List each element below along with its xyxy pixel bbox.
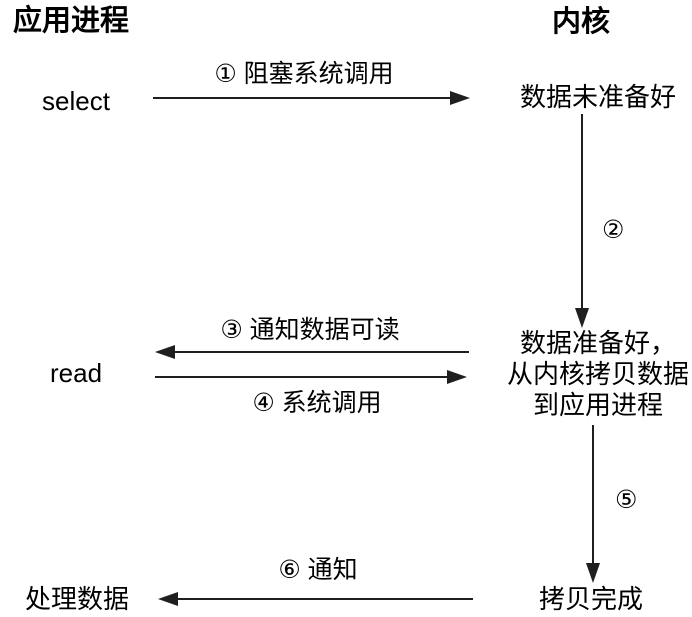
- step4-arrowhead-right-icon: [447, 370, 467, 384]
- node-data-ready-line1: 数据准备好，: [519, 328, 677, 358]
- step6-arrow-line: [176, 598, 473, 600]
- step1-arrow-line: [153, 97, 452, 99]
- step1-arrowhead-right-icon: [450, 91, 470, 105]
- kernel-column-header: 内核: [552, 6, 611, 38]
- step4-arrow-line: [155, 376, 449, 378]
- node-data-not-ready: 数据未准备好: [519, 82, 677, 112]
- node-process-data: 处理数据: [25, 584, 130, 614]
- step2-label: ②: [602, 216, 625, 244]
- node-select: select: [42, 86, 110, 116]
- node-copy-done: 拷贝完成: [538, 584, 644, 614]
- step4-label: ④ 系统调用: [252, 389, 382, 417]
- step6-label: ⑥ 通知: [278, 556, 358, 584]
- app-process-column-header: 应用进程: [13, 5, 130, 37]
- step5-arrow-line: [592, 425, 594, 565]
- step2-arrow-line: [581, 114, 583, 310]
- step3-arrow-line: [173, 351, 469, 353]
- step6-arrowhead-left-icon: [158, 592, 178, 606]
- node-read: read: [50, 358, 103, 388]
- step3-arrowhead-left-icon: [155, 345, 175, 359]
- node-data-ready-line2: 从内核拷贝数据: [506, 359, 690, 389]
- node-data-ready-line3: 到应用进程: [532, 390, 664, 420]
- step2-arrowhead-down-icon: [575, 308, 589, 328]
- step5-label: ⑤: [615, 486, 638, 514]
- step3-label: ③ 通知数据可读: [220, 316, 400, 344]
- node-data-ready: 数据准备好， 从内核拷贝数据 到应用进程: [507, 328, 689, 421]
- step1-label: ① 阻塞系统调用: [214, 60, 394, 88]
- step5-arrowhead-down-icon: [586, 563, 600, 583]
